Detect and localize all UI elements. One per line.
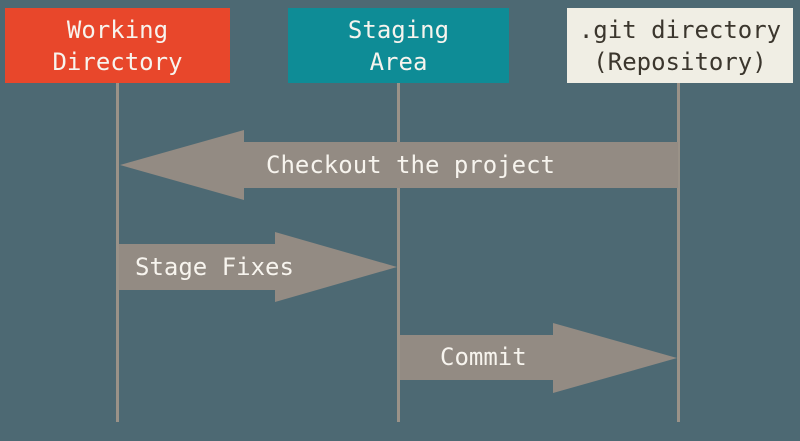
git-directory-label-line2: (Repository) — [593, 47, 767, 76]
git-directory-label-line1: .git directory — [578, 15, 782, 44]
staging-area-label-line1: Staging — [347, 15, 450, 44]
checkout-arrowhead-left-icon — [120, 130, 244, 200]
stage-fixes-arrow-label: Stage Fixes — [135, 253, 294, 281]
lifeline-git-directory — [677, 83, 680, 422]
stage-fixes-arrow-body — [119, 244, 275, 290]
git-directory-box: .git directory (Repository) — [567, 8, 793, 83]
commit-arrowhead-right-icon — [553, 323, 677, 393]
lifeline-staging-area — [397, 83, 400, 422]
working-directory-box: Working Directory — [5, 8, 230, 83]
commit-arrow-body — [400, 335, 553, 380]
working-directory-label-line2: Directory — [52, 47, 183, 76]
checkout-arrow-body — [244, 142, 678, 188]
checkout-arrow-label: Checkout the project — [266, 151, 555, 179]
stage-fixes-arrowhead-right-icon — [275, 232, 397, 302]
commit-arrow-label: Commit — [440, 343, 527, 371]
working-directory-label-line1: Working — [66, 15, 169, 44]
staging-area-label-line2: Area — [369, 47, 428, 76]
staging-area-box: Staging Area — [288, 8, 509, 83]
lifeline-working-directory — [116, 83, 119, 422]
